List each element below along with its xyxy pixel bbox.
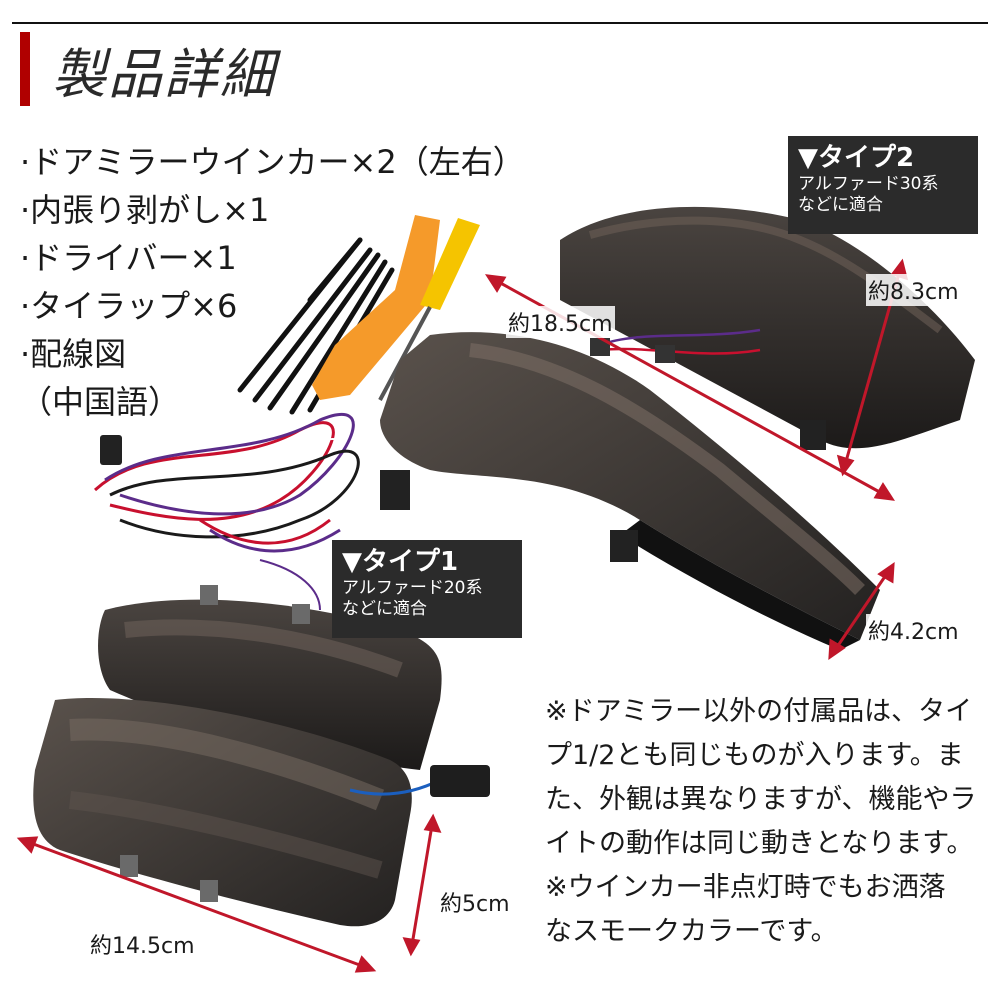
list-item: ·タイラップ×6 <box>20 287 238 325</box>
dimension-label-type2-depth: 約4.2cm <box>866 614 961 646</box>
type1-badge: ▼タイプ1 アルファード20系 などに適合 <box>332 540 522 638</box>
type2-title: ▼タイプ2 <box>798 143 915 173</box>
title-accent-bar <box>20 32 30 106</box>
type1-title: ▼タイプ1 <box>342 547 459 577</box>
dimension-label-type2-length: 約18.5cm <box>506 306 615 338</box>
type1-model: アルファード20系 <box>342 578 483 598</box>
note-line: なスモークカラーです。 <box>545 916 838 947</box>
connector <box>655 345 675 363</box>
type1-connector <box>349 765 490 797</box>
type2-fit: などに適合 <box>798 195 883 215</box>
list-item: ·配線図 <box>20 335 127 373</box>
type2-badge: ▼タイプ2 アルファード30系 などに適合 <box>788 136 978 234</box>
type1-wire <box>259 559 321 611</box>
list-item: （中国語） <box>20 383 181 421</box>
type2-mirror-front <box>380 332 880 650</box>
list-item: ·内張り剥がし×1 <box>20 191 270 229</box>
list-item: ·ドライバー×1 <box>20 239 237 277</box>
contents-list: ·ドアミラーウインカー×2（左右） ·内張り剥がし×1 ·ドライバー×1 ·タイ… <box>20 138 525 426</box>
type1-mirror-back <box>98 585 442 770</box>
zip-ties <box>237 237 395 415</box>
note-line: ※ドアミラー以外の付属品は、タイ <box>545 696 973 727</box>
list-item: ·ドアミラーウインカー×2（左右） <box>20 143 525 181</box>
type2-model: アルファード30系 <box>798 174 939 194</box>
note-line: イトの動作は同じ動きとなります。 <box>545 828 974 859</box>
connector <box>100 435 122 465</box>
screwdriver <box>378 218 480 401</box>
note-line: ※ウインカー非点灯時でもお洒落 <box>545 872 946 903</box>
dimension-label-type1-height: 約5cm <box>438 886 512 918</box>
wiring-harness <box>93 413 360 553</box>
connector <box>590 338 610 356</box>
trim-tool <box>312 215 440 400</box>
header-rule <box>12 22 988 24</box>
product-note: ※ドアミラー以外の付属品は、タイ プ1/2とも同じものが入ります。ま た、外観は… <box>545 690 985 954</box>
page-title: 製品詳細 <box>52 43 276 106</box>
note-line: た、外観は異なりますが、機能やラ <box>545 784 977 815</box>
type1-mirror-front <box>33 698 412 927</box>
note-line: プ1/2とも同じものが入ります。ま <box>545 740 964 771</box>
dimension-label-type2-height: 約8.3cm <box>866 274 961 306</box>
type1-fit: などに適合 <box>342 599 427 619</box>
dimension-label-type1-length: 約14.5cm <box>88 928 197 960</box>
